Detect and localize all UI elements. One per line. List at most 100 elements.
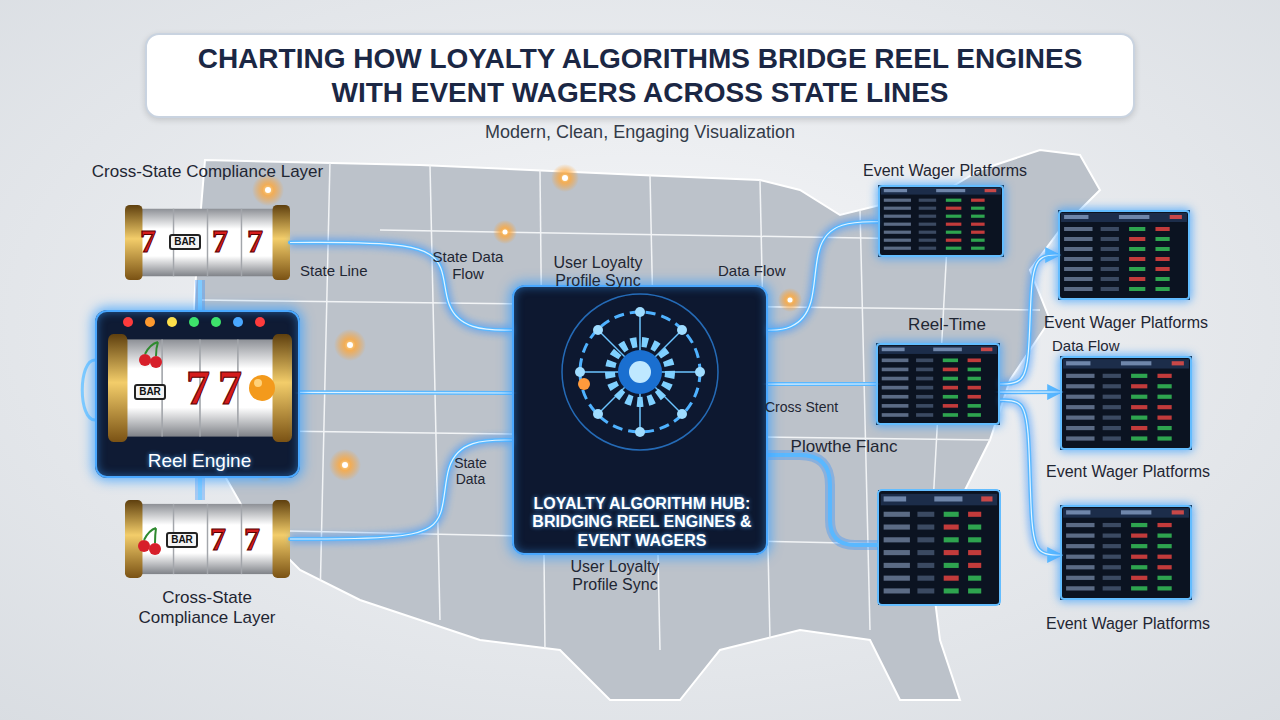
decor-circle <box>189 317 199 327</box>
decor-circle <box>562 175 568 181</box>
decor-path <box>860 210 870 630</box>
reel-symbol-bar: BAR <box>134 384 166 400</box>
reel-symbol-seven: 7 <box>205 522 231 557</box>
hub-box: LOYALTY ALGORITHM HUB: BRIDGING REEL ENG… <box>512 285 768 555</box>
platform-screen: Event Wager Platforms <box>1060 505 1192 600</box>
connector-core <box>290 242 512 330</box>
connector-core <box>768 383 876 384</box>
node-label: Event Wager Platforms <box>1038 463 1218 481</box>
decor-circle <box>629 361 651 383</box>
decor-use <box>1058 210 1190 300</box>
decor-rect <box>512 285 768 555</box>
decor-circle <box>493 220 517 244</box>
connector-glow <box>290 440 512 539</box>
screen-panels <box>876 185 1192 605</box>
flow-label: Modern, Clean, Engaging Visualization <box>340 122 940 143</box>
flow-label: State Line <box>300 262 400 279</box>
decor-circle <box>578 378 590 390</box>
state-lines <box>200 160 1040 650</box>
decor-use <box>878 490 1000 605</box>
node-label: Reel Engine <box>97 450 302 472</box>
decor-circle <box>233 317 243 327</box>
decor-circle <box>255 317 265 327</box>
node-label: Plowthe Flanc <box>759 437 929 457</box>
decor-circle <box>254 379 262 387</box>
reel-symbol-bar: BAR <box>166 532 198 548</box>
reel-symbol-seven: 7 <box>239 522 265 557</box>
decor-rect <box>878 490 1000 605</box>
flow-connector <box>1000 390 1060 394</box>
decor-circle <box>342 462 348 468</box>
decor-circle <box>593 325 603 335</box>
flow-connector <box>290 440 512 539</box>
connector-glow <box>290 242 512 330</box>
decor-circle <box>677 409 687 419</box>
decor-circle <box>139 354 151 366</box>
decor-path <box>768 455 878 545</box>
flow-connector-group <box>1000 392 1060 393</box>
decor-circle <box>123 317 133 327</box>
decor-path <box>82 360 95 420</box>
decor-circle <box>788 298 793 303</box>
node-label: Cross-State Compliance Layer <box>127 588 287 627</box>
decor-use <box>125 500 290 578</box>
decor-use <box>125 205 290 280</box>
platform-screen: Reel-TimePlowthe Flanc <box>876 343 1000 425</box>
decor-circle <box>149 543 161 555</box>
node-label: LOYALTY ALGORITHM HUB: BRIDGING REEL ENG… <box>522 495 762 550</box>
connector-core <box>290 440 512 539</box>
decor-use <box>108 334 292 442</box>
decor-circle <box>593 409 603 419</box>
flow-label: State Data <box>448 455 493 487</box>
connector-core <box>1000 391 1060 392</box>
decor-circle <box>551 164 579 192</box>
reel-bottom <box>125 500 290 578</box>
decor-circle <box>249 375 275 401</box>
decor-circle <box>329 449 361 481</box>
flow-connector <box>290 242 512 330</box>
decor-circle <box>610 342 670 402</box>
decor-circle <box>635 427 645 437</box>
platform-screen: Event Wager Platforms <box>1058 210 1190 300</box>
connector-glow <box>768 379 876 389</box>
decor-circle <box>635 307 645 317</box>
decor-circle <box>562 294 718 450</box>
flow-label: Cross Stent <box>765 399 865 415</box>
title-box: CHARTING HOW LOYALTY ALGORITHMS BRIDGE R… <box>145 33 1135 118</box>
decor-circle <box>334 329 366 361</box>
flow-label: User Loyalty Profile Sync <box>565 558 665 595</box>
platform-screen: Event Wager Platforms <box>1060 356 1192 450</box>
decor-circle <box>211 317 221 327</box>
decor-circle <box>138 540 150 552</box>
node-label: Reel-Time <box>877 315 1017 335</box>
flow-connector-group <box>290 440 512 539</box>
decor-use <box>1060 505 1192 600</box>
decor-circle <box>167 317 177 327</box>
reel-engine-symbol: Cross-State Compliance Layer <box>125 500 290 578</box>
us-map <box>190 150 1100 700</box>
decor-circle <box>150 356 162 368</box>
connector-core <box>300 392 512 394</box>
decor-circle <box>580 312 700 432</box>
decor-path <box>144 528 156 543</box>
diagram-title: CHARTING HOW LOYALTY ALGORITHMS BRIDGE R… <box>160 42 1120 109</box>
reel-top <box>125 205 290 280</box>
reel-symbol-seven: 7 <box>211 362 249 415</box>
flow-label: State Data Flow <box>432 248 504 283</box>
flow-label: Data Flow <box>1052 337 1142 354</box>
hub-core <box>512 285 768 555</box>
decor-circle <box>145 317 155 327</box>
decor-circle <box>778 288 802 312</box>
node-label: Event Wager Platforms <box>1036 314 1216 332</box>
flow-label: User Loyalty Profile Sync <box>548 254 648 291</box>
decor-circle <box>575 367 585 377</box>
decor-circle <box>503 230 508 235</box>
node-label: Event Wager Platforms <box>1038 615 1218 633</box>
decor-g <box>575 307 705 437</box>
decor-g <box>580 312 700 432</box>
decor-use <box>878 185 1004 257</box>
decor-circle <box>695 367 705 377</box>
decor-flow-lines <box>768 455 878 545</box>
reel-symbol-seven: 7 <box>179 362 217 415</box>
